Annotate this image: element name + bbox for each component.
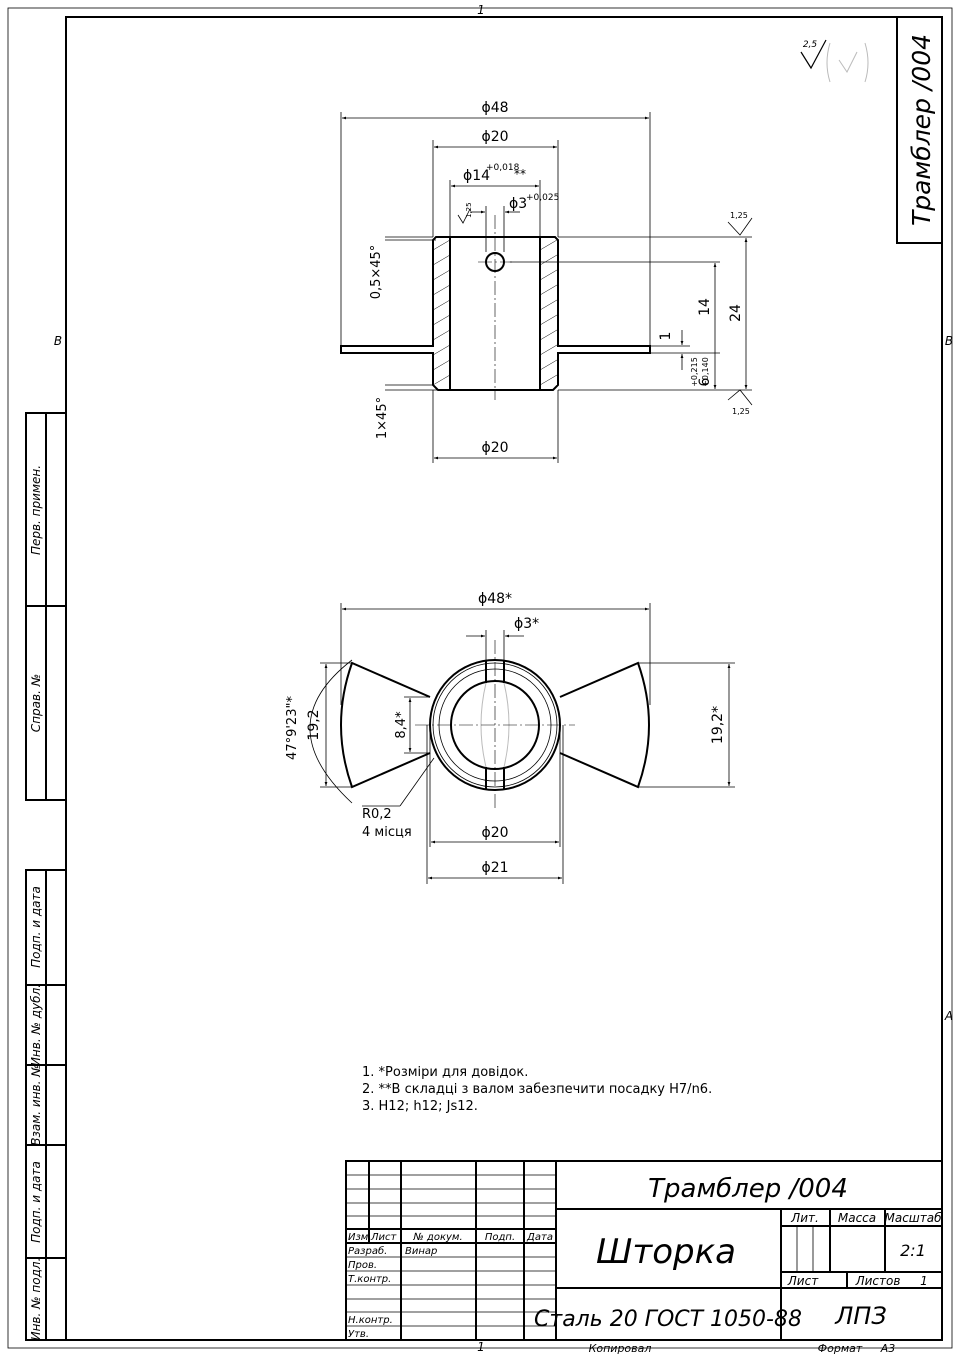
- blade-right: [559, 661, 650, 789]
- massa-label: Масса: [838, 1211, 876, 1225]
- zone-mark-bottom: 1: [477, 1340, 485, 1354]
- scale-value: 2:1: [900, 1241, 926, 1260]
- material: Сталь 20 ГОСТ 1050-88: [534, 1307, 802, 1332]
- masshtab-label: Масштаб: [884, 1211, 942, 1225]
- bushing-outline: [340, 236, 651, 391]
- zone-mark-a-right: A: [944, 1009, 953, 1023]
- note-2: 2. **В складці з валом забезпечити посад…: [362, 1082, 712, 1097]
- dim-6-tol-top: +0,215: [690, 357, 699, 387]
- dim-d3-star: ϕ3*: [514, 616, 539, 632]
- format-value: А3: [880, 1342, 896, 1355]
- data-label: Дата: [526, 1232, 553, 1243]
- kopiroval-label: Копировал: [589, 1342, 652, 1355]
- top-view: ϕ48 ϕ20 ϕ14 +0,018 ** ϕ3 +0,025 1,25 1,2…: [340, 100, 753, 463]
- dim-24: 24: [728, 304, 744, 322]
- side-strip: Перв. примен. Справ. № Подп. и дата Инв.…: [25, 412, 67, 1341]
- dim-d3-tolerance: +0,025: [526, 193, 559, 203]
- dim-d48-star: ϕ48*: [478, 591, 512, 607]
- izm-label: Изм.: [348, 1232, 372, 1243]
- listov-label: Листов: [855, 1274, 901, 1288]
- roughness-right-top: 1,25: [730, 211, 748, 220]
- razrab-label: Разраб.: [348, 1245, 387, 1257]
- dim-6: 6: [697, 377, 713, 386]
- zone-mark-top: 1: [477, 3, 485, 17]
- dim-d14-tolerance: +0,018: [486, 163, 520, 173]
- zone-mark-b-left: B: [54, 334, 62, 348]
- dim-radius: R0,2: [362, 807, 392, 822]
- title-block: Трамблер /004 Шторка Сталь 20 ГОСТ 1050-…: [345, 1160, 943, 1341]
- organization: ЛПЗ: [834, 1302, 886, 1330]
- list-label: Лист: [787, 1274, 819, 1288]
- dim-d21: ϕ21: [481, 860, 508, 876]
- dim-radius-count: 4 місця: [362, 825, 412, 840]
- dim-d48-top: ϕ48: [481, 100, 508, 116]
- roughness-sign: 2,5: [800, 39, 869, 83]
- outer-border: [7, 7, 953, 1349]
- dim-19-2-left: 19,2: [306, 709, 322, 740]
- part-name: Шторка: [596, 1232, 736, 1272]
- format-label: Формат: [818, 1342, 863, 1355]
- podp-label: Подп.: [485, 1232, 515, 1243]
- inv-podl-label: Инв. № подл.: [29, 1258, 43, 1341]
- roughness-value: 2,5: [803, 40, 818, 50]
- technical-notes: 1. *Розміри для довідок. 2. **В складці …: [362, 1065, 712, 1114]
- dim-d20-plan: ϕ20: [481, 825, 508, 841]
- dim-angle: 47°9'23"*: [285, 696, 300, 760]
- perv-primen-label: Перв. примен.: [29, 465, 43, 555]
- title-code: Трамблер /004: [648, 1174, 848, 1204]
- listov-value: 1: [920, 1274, 928, 1288]
- note-3: 3. H12; h12; Js12.: [362, 1099, 478, 1114]
- dim-chamfer-bottom: 1×45°: [375, 397, 390, 439]
- sprav-no-label: Справ. №: [29, 674, 43, 732]
- dim-chamfer-top: 0,5×45°: [369, 245, 384, 300]
- podp-data-label-2: Подп. и дата: [29, 1161, 43, 1243]
- list-col-label: Лист: [370, 1232, 398, 1243]
- dokum-label: № докум.: [412, 1232, 462, 1243]
- vzam-inv-label: Взам. инв. №: [29, 1064, 43, 1145]
- note-1: 1. *Розміри для довідок.: [362, 1065, 528, 1080]
- hatch-right-wall: [539, 239, 558, 386]
- dim-1: 1: [658, 332, 674, 341]
- nkontr-label: Н.контр.: [348, 1315, 393, 1326]
- lit-label: Лит.: [790, 1211, 819, 1225]
- zone-mark-b-right: B: [945, 334, 953, 348]
- dim-d3: ϕ3: [509, 196, 527, 212]
- dim-d14: ϕ14: [463, 168, 490, 184]
- razrab-name: Винар: [405, 1246, 437, 1257]
- prov-label: Пров.: [348, 1260, 377, 1271]
- podp-data-label-1: Подп. и дата: [29, 886, 43, 968]
- tkontr-label: Т.контр.: [348, 1274, 391, 1285]
- dim-d20-bottom: ϕ20: [481, 440, 508, 456]
- code-box: Трамблер /004: [896, 16, 943, 244]
- bottom-view: ϕ48* ϕ3* 47°9'23"* 19,2 8,4* 19,2* R0,2 …: [285, 591, 735, 884]
- dim-6-tol-bottom: +0,140: [701, 357, 710, 387]
- blade-left: [340, 661, 431, 789]
- dim-8-4: 8,4*: [394, 711, 409, 739]
- dim-14: 14: [697, 298, 713, 316]
- hatch-left-wall: [432, 239, 451, 386]
- dim-19-2-right: 19,2*: [710, 706, 726, 744]
- dim-d20-top: ϕ20: [481, 129, 508, 145]
- vertical-code: Трамблер /004: [907, 34, 936, 226]
- roughness-right-bottom: 1,25: [732, 407, 750, 416]
- utv-label: Утв.: [348, 1329, 369, 1340]
- dim-d14-mark: **: [514, 167, 526, 181]
- roughness-bore: 1,25: [465, 202, 473, 218]
- inv-dubl-label: Инв. № дубл.: [29, 984, 43, 1066]
